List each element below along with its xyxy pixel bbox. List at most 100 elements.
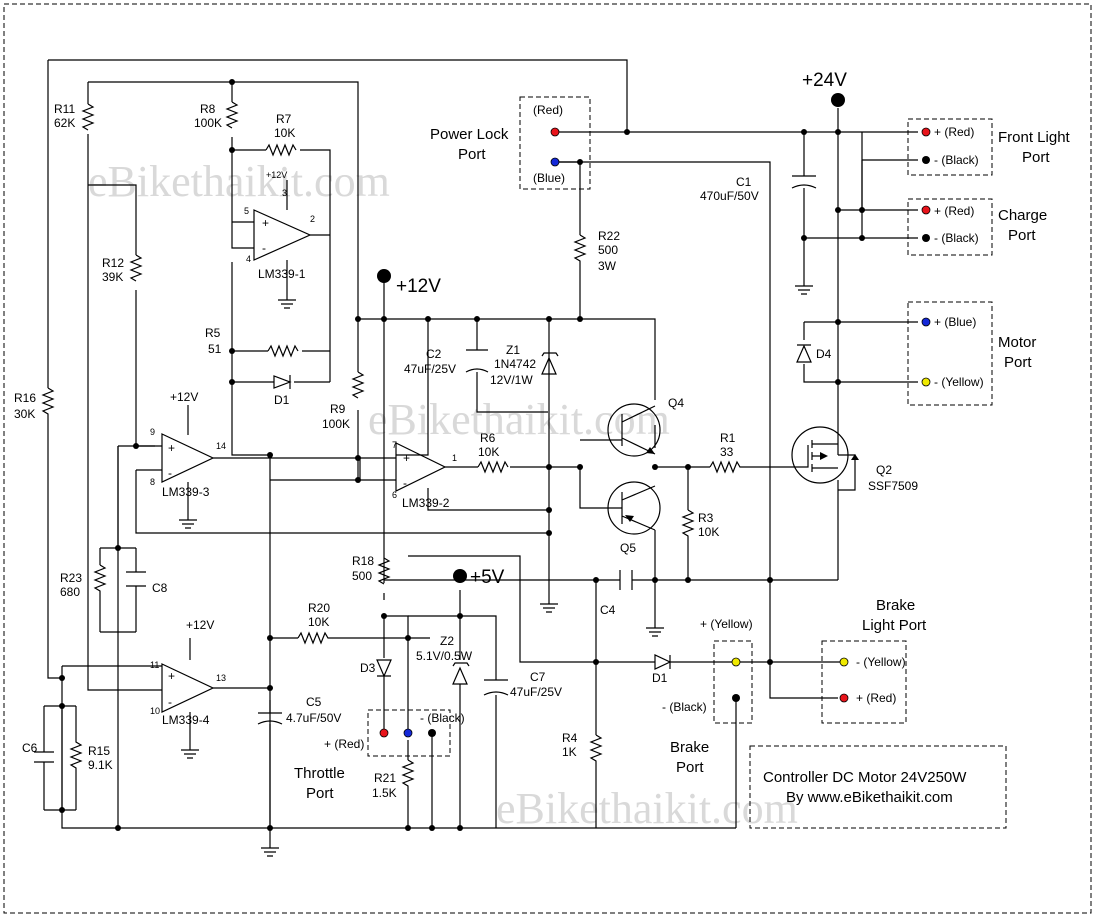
power-lock-port-name: Power Lock <box>430 126 509 143</box>
svg-text:6: 6 <box>392 490 397 500</box>
front-light-neg-label: - (Black) <box>934 153 979 167</box>
svg-text:R11: R11 <box>54 102 75 116</box>
svg-text:SSF7509: SSF7509 <box>868 479 918 493</box>
resistor-r3 <box>681 509 695 545</box>
throttle-port-name: Throttle <box>294 765 345 782</box>
svg-text:C4: C4 <box>600 603 616 617</box>
svg-text:-: - <box>168 466 172 480</box>
svg-text:2: 2 <box>310 214 315 224</box>
svg-text:1K: 1K <box>562 745 577 759</box>
svg-text:Z1: Z1 <box>506 343 520 357</box>
svg-text:R21: R21 <box>374 771 396 785</box>
resistor-r15 <box>69 706 83 810</box>
motor-port-name-2: Port <box>1004 354 1032 371</box>
svg-text:C5: C5 <box>306 695 322 709</box>
diode-d3 <box>376 659 392 678</box>
svg-text:10K: 10K <box>274 126 295 140</box>
resistors <box>41 101 746 810</box>
brake-light-port-name-2: Light Port <box>862 617 927 634</box>
svg-text:-: - <box>262 241 266 255</box>
capacitor-c2 <box>465 349 489 373</box>
svg-text:+: + <box>168 441 175 455</box>
svg-text:R22: R22 <box>598 229 620 243</box>
svg-text:R8: R8 <box>200 102 216 116</box>
svg-text:Q4: Q4 <box>668 396 684 410</box>
capacitor-c4 <box>619 570 633 590</box>
svg-text:R18: R18 <box>352 554 374 568</box>
svg-text:7: 7 <box>392 440 397 450</box>
watermark-2: eBikethaikit.com <box>368 395 670 444</box>
transistor-q5 <box>607 481 661 535</box>
diodes <box>273 344 812 685</box>
front-light-port-name: Front Light <box>998 129 1071 146</box>
resistor-r11 <box>81 103 95 131</box>
brake-port-name-2: Port <box>676 759 704 776</box>
svg-text:R5: R5 <box>205 326 221 340</box>
brake-neg-label: - (Black) <box>662 700 707 714</box>
resistor-r20 <box>297 631 335 645</box>
opamp-lm339-4: + - 11 10 13 +12V LM339-4 <box>150 618 226 727</box>
svg-text:C7: C7 <box>530 670 546 684</box>
outer-frame <box>3 3 1092 914</box>
svg-text:D1: D1 <box>652 671 668 685</box>
motor-pos-label: + (Blue) <box>934 315 976 329</box>
motor-blue-pin <box>921 317 931 327</box>
resistor-r12 <box>129 254 143 282</box>
rail-5v-label: +5V <box>470 567 505 588</box>
resistor-r1 <box>709 460 746 474</box>
opamp-lm339-2: + - 7 6 1 LM339-2 <box>392 440 457 510</box>
svg-text:5.1V/0.5W: 5.1V/0.5W <box>416 649 473 663</box>
brake-pos-label: + (Yellow) <box>700 617 753 631</box>
svg-text:3: 3 <box>282 188 287 198</box>
svg-text:R15: R15 <box>88 744 110 758</box>
svg-text:+12V: +12V <box>266 170 287 180</box>
front-light-port-name-2: Port <box>1022 149 1050 166</box>
svg-text:47uF/25V: 47uF/25V <box>510 685 562 699</box>
opamp-lm339-3: + - 9 8 14 +12V LM339-3 <box>150 390 226 499</box>
charge-port-name: Charge <box>998 207 1047 224</box>
svg-text:100K: 100K <box>194 116 222 130</box>
brake-light-neg-label: - (Yellow) <box>856 655 906 669</box>
motor-neg-label: - (Yellow) <box>934 375 984 389</box>
capacitor-c8 <box>126 571 146 587</box>
resistor-r9 <box>351 371 365 399</box>
svg-text:+: + <box>168 669 175 683</box>
svg-text:1N4742: 1N4742 <box>494 357 536 371</box>
throttle-port-name-2: Port <box>306 785 334 802</box>
svg-text:Q2: Q2 <box>876 463 892 477</box>
svg-text:10: 10 <box>150 706 160 716</box>
resistor-r22 <box>573 234 587 270</box>
svg-text:C6: C6 <box>22 741 38 755</box>
throttle-blue-pin <box>403 728 413 738</box>
throttle-port-box <box>367 709 451 757</box>
charge-red-pin <box>921 205 931 215</box>
svg-text:51: 51 <box>208 342 222 356</box>
throttle-neg-label: - (Black) <box>420 711 465 725</box>
svg-text:Q5: Q5 <box>620 541 636 555</box>
resistor-r23 <box>93 564 107 600</box>
brake-light-port-box <box>821 640 907 724</box>
svg-text:47uF/25V: 47uF/25V <box>404 362 456 376</box>
throttle-pos-label: + (Red) <box>324 737 364 751</box>
opamp-lm339-1: + - 5 4 2 3 +12V LM339-1 <box>232 170 315 281</box>
front-light-port-box <box>907 118 993 176</box>
svg-text:LM339-2: LM339-2 <box>402 496 450 510</box>
svg-text:-: - <box>168 695 172 709</box>
svg-text:9: 9 <box>150 427 155 437</box>
svg-text:30K: 30K <box>14 407 35 421</box>
brake-light-pos-label: + (Red) <box>856 691 896 705</box>
front-light-black-pin <box>922 156 930 164</box>
svg-text:R20: R20 <box>308 601 330 615</box>
svg-text:1.5K: 1.5K <box>372 786 397 800</box>
svg-text:33: 33 <box>720 445 734 459</box>
diode-d4 <box>796 344 812 363</box>
svg-text:LM339-3: LM339-3 <box>162 485 210 499</box>
svg-text:12V/1W: 12V/1W <box>490 373 533 387</box>
svg-text:62K: 62K <box>54 116 75 130</box>
svg-text:Z2: Z2 <box>440 634 454 648</box>
front-light-red-pin <box>921 127 931 137</box>
brake-black-pin <box>732 694 740 702</box>
transistor-q4 <box>607 403 661 457</box>
power-lock-red-label: (Red) <box>533 103 563 117</box>
